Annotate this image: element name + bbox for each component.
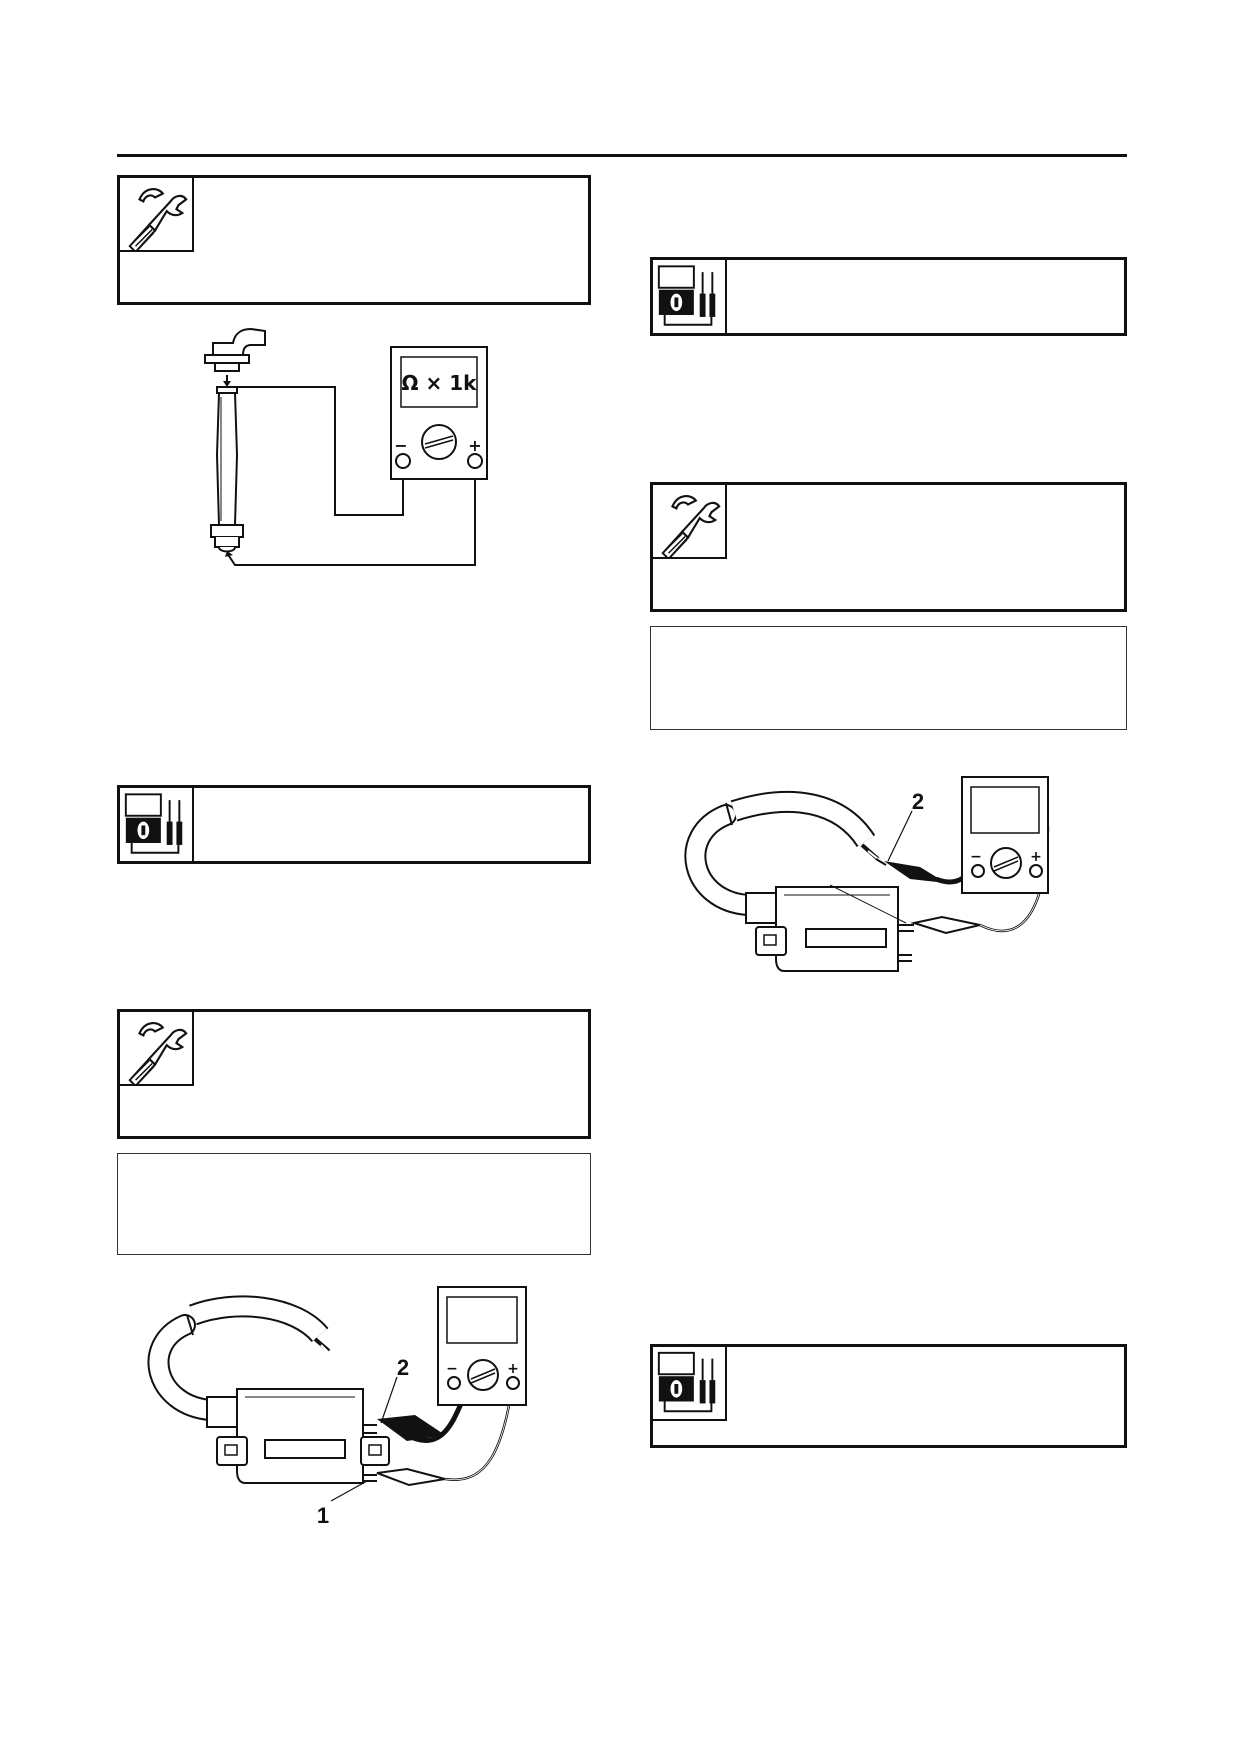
meter-minus-label: − xyxy=(970,849,982,865)
meter-plus-label: + xyxy=(1030,849,1042,865)
note-box-1 xyxy=(117,1153,591,1255)
spec-box-tool-1 xyxy=(117,175,591,305)
meter-minus-label: − xyxy=(446,1361,458,1377)
spec-box-meter-3 xyxy=(650,1344,1127,1448)
multimeter-icon xyxy=(653,260,727,333)
callout-2: 2 xyxy=(397,1355,409,1380)
meter-range-label: Ω × 1k xyxy=(402,371,478,395)
header-rule xyxy=(117,154,1127,157)
multimeter-icon xyxy=(120,788,194,861)
callout-2: 2 xyxy=(912,789,924,814)
spec-box-tool-3 xyxy=(650,482,1127,612)
wrench-icon xyxy=(120,178,194,252)
plug-cap-resistance-figure: Ω × 1k − + xyxy=(195,325,495,585)
ignition-coil-primary-figure: − + 2 1 xyxy=(145,1285,535,1530)
ignition-coil-secondary-figure: − + 2 xyxy=(680,775,1070,1010)
callout-1: 1 xyxy=(317,1503,329,1528)
meter-plus-label: + xyxy=(507,1361,519,1377)
spec-box-tool-2 xyxy=(117,1009,591,1139)
wrench-icon xyxy=(120,1012,194,1086)
note-box-2 xyxy=(650,626,1127,730)
spec-box-meter-1 xyxy=(117,785,591,864)
meter-minus-label: − xyxy=(394,436,407,455)
meter-plus-label: + xyxy=(468,436,481,455)
multimeter-icon xyxy=(653,1347,727,1421)
wrench-icon xyxy=(653,485,727,559)
spec-box-meter-2 xyxy=(650,257,1127,336)
